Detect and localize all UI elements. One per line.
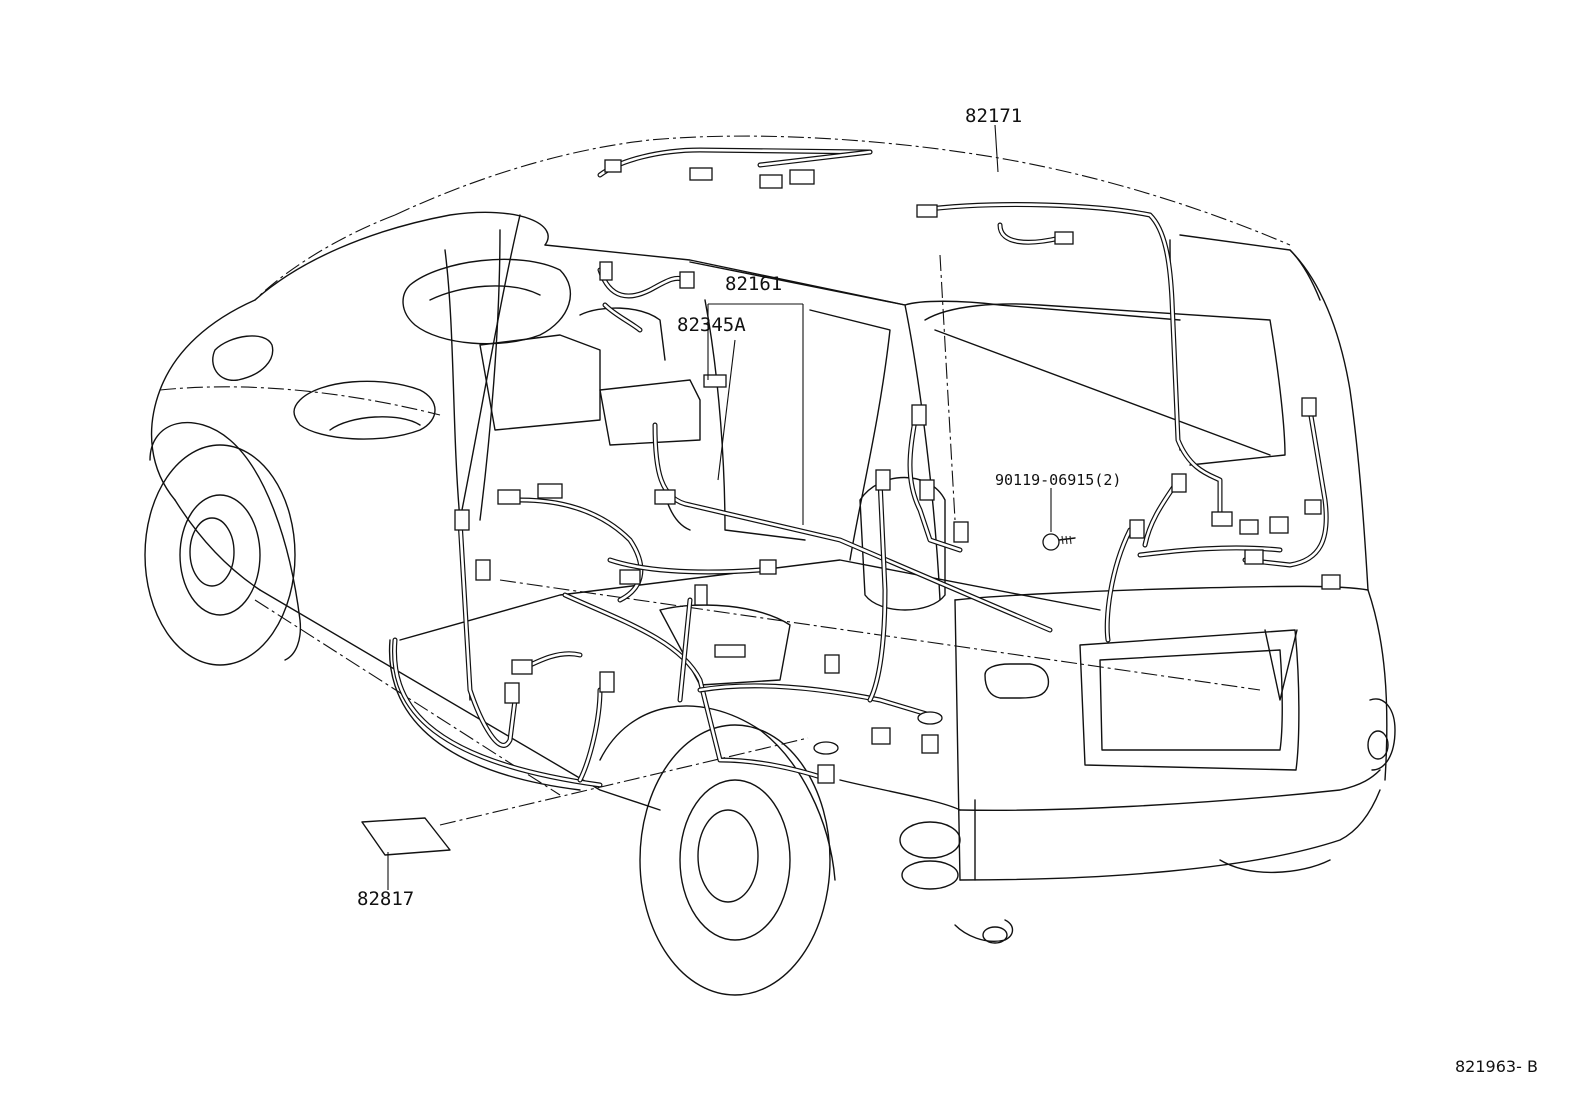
callout-90119-06915: 90119-06915(2) [995, 471, 1121, 489]
callout-82817: 82817 [357, 888, 414, 910]
harness-connectors [454, 159, 1341, 784]
floor-harness [392, 267, 1283, 788]
label-plate-icon [361, 817, 451, 856]
callout-leaders [387, 124, 1052, 890]
figure-reference: 821963- B [1455, 1057, 1538, 1076]
roof-harness [597, 147, 1329, 568]
vehicle-body [144, 135, 1396, 996]
bolt-icon [1042, 533, 1076, 551]
callout-82345a: 82345A [677, 314, 746, 336]
callout-82171: 82171 [965, 105, 1022, 127]
callout-82161: 82161 [725, 273, 782, 295]
